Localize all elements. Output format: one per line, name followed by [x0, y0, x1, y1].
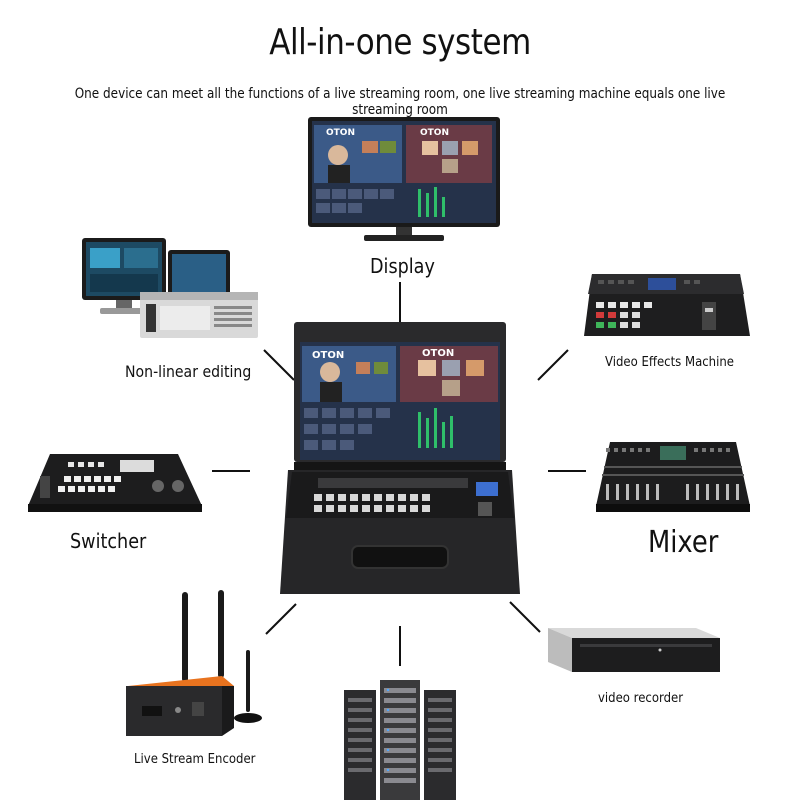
display-icon: OTON OTON [308, 117, 500, 245]
nonlinear-workstation-icon [80, 236, 260, 340]
connector-encoder [264, 602, 298, 636]
svg-text:OTON: OTON [422, 348, 454, 359]
label-recorder: video recorder [598, 691, 684, 706]
page-subtitle: One device can meet all the functions of… [74, 86, 726, 118]
encoder-icon [122, 590, 272, 740]
connector-switcher [212, 470, 250, 472]
screen-brand-left: OTON [326, 128, 355, 138]
connector-video-effects [536, 348, 570, 382]
label-mixer: Mixer [648, 525, 719, 560]
central-device-icon: OTON OTON [278, 322, 522, 594]
label-encoder: Live Stream Encoder [134, 752, 256, 767]
connector-display [399, 282, 401, 322]
label-display: Display [370, 254, 435, 278]
page-title: All-in-one system [269, 22, 531, 63]
video-effects-console-icon [584, 272, 752, 338]
switcher-icon [28, 452, 204, 514]
svg-text:OTON: OTON [312, 350, 344, 361]
screen-brand-right: OTON [420, 128, 449, 138]
server-rack-icon [344, 680, 456, 800]
label-switcher: Switcher [70, 529, 147, 553]
mixer-console-icon [596, 440, 752, 514]
connector-nonlinear [262, 348, 296, 382]
label-nonlinear: Non-linear editing [125, 362, 252, 381]
label-video-effects: Video Effects Machine [605, 355, 734, 370]
video-recorder-icon [546, 626, 722, 674]
connector-mixer [548, 470, 586, 472]
connector-server [399, 626, 401, 666]
connector-recorder [508, 600, 542, 634]
